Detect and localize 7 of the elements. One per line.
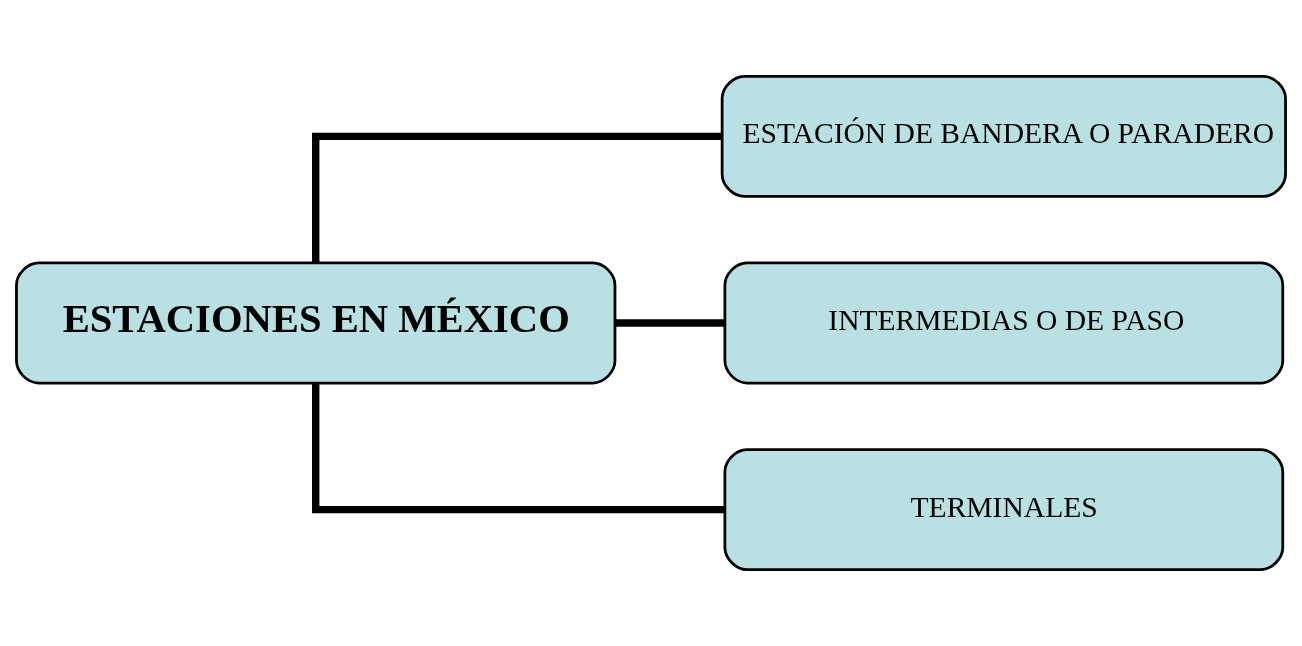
connector <box>312 132 722 263</box>
node-box: TERMINALES <box>723 448 1285 571</box>
node-box: ESTACIONES EN MÉXICO <box>15 261 617 385</box>
connector <box>615 319 725 327</box>
node-box: ESTACIÓN DE BANDERA O PARADERO <box>720 75 1287 198</box>
node-box: INTERMEDIAS O DE PASO <box>723 261 1285 385</box>
connector <box>312 383 725 514</box>
